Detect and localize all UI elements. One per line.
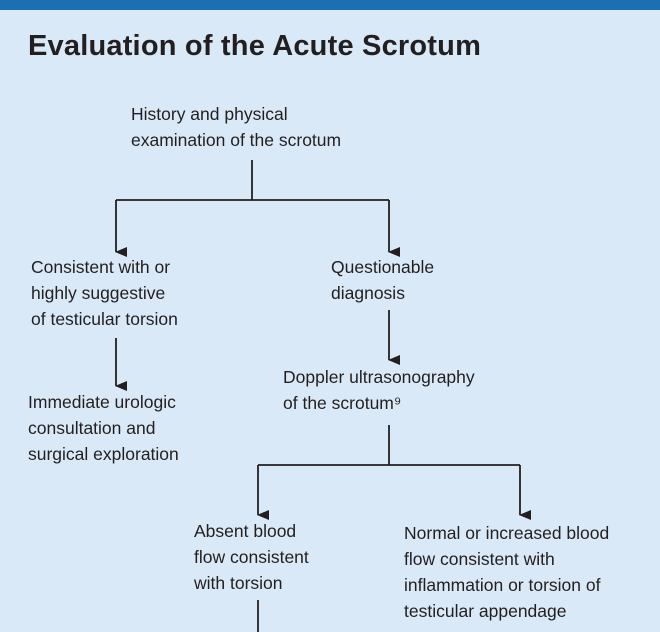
node-normal-line-2: flow consistent with — [404, 549, 555, 569]
node-absent-line-2: flow consistent — [194, 547, 309, 567]
node-immediate-line-2: consultation and — [28, 418, 156, 438]
node-doppler-ultrasonography: Doppler ultrasonography of the scrotum⁹ — [283, 364, 475, 416]
node-consistent-with-torsion: Consistent with or highly suggestive of … — [31, 254, 178, 332]
node-absent-line-1: Absent blood — [194, 521, 297, 541]
node-normal-line-3: inflammation or torsion of — [404, 575, 601, 595]
node-immediate-consultation: Immediate urologic consultation and surg… — [28, 389, 179, 467]
node-normal-line-1: Normal or increased blood — [404, 523, 610, 543]
node-normal-blood-flow: Normal or increased blood flow consisten… — [404, 520, 609, 624]
node-immediate-line-3: surgical exploration — [28, 444, 179, 464]
node-doppler-line-2: of the scrotum⁹ — [283, 393, 402, 413]
node-consistent-line-1: Consistent with or — [31, 257, 171, 277]
node-consistent-line-2: highly suggestive — [31, 283, 166, 303]
node-absent-blood-flow: Absent blood flow consistent with torsio… — [194, 518, 309, 596]
node-absent-line-3: with torsion — [194, 573, 283, 593]
node-immediate-line-1: Immediate urologic — [28, 392, 176, 412]
node-consistent-line-3: of testicular torsion — [31, 309, 178, 329]
node-questionable-diagnosis: Questionable diagnosis — [331, 254, 434, 306]
page-title: Evaluation of the Acute Scrotum — [28, 30, 482, 62]
node-normal-line-4: testicular appendage — [404, 601, 567, 621]
top-accent-bar — [0, 0, 660, 10]
node-history-line-1: History and physical — [131, 104, 288, 124]
node-questionable-line-2: diagnosis — [331, 283, 405, 303]
node-questionable-line-1: Questionable — [331, 257, 435, 277]
node-history-line-2: examination of the scrotum — [131, 130, 342, 150]
node-history-exam: History and physical examination of the … — [131, 101, 341, 153]
node-doppler-line-1: Doppler ultrasonography — [283, 367, 475, 387]
